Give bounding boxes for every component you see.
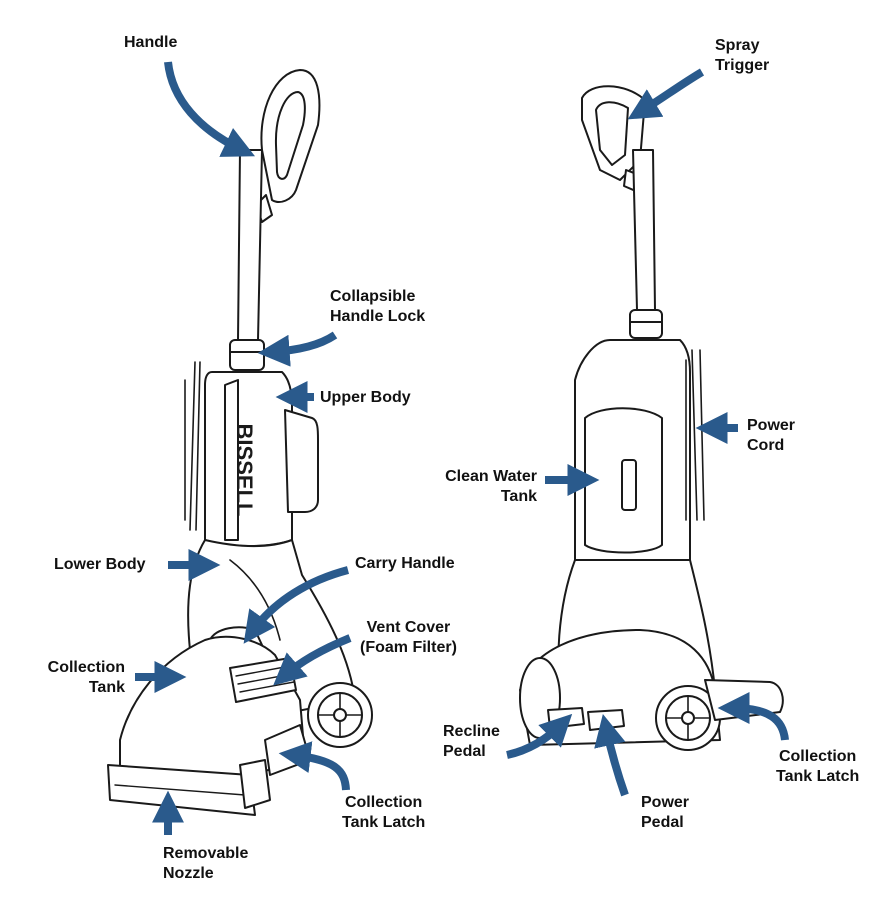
label-lower-body: Lower Body <box>54 556 146 573</box>
label-collection-tank-latch-front: Collection Tank Latch <box>342 794 426 831</box>
label-vent-cover: Vent Cover (Foam Filter) <box>360 619 457 656</box>
label-upper-body: Upper Body <box>320 389 411 406</box>
label-spray-trigger: Spray Trigger <box>715 37 770 74</box>
arrow-carry-handle <box>243 566 350 644</box>
label-power-pedal: Power Pedal <box>641 794 690 831</box>
label-handle: Handle <box>124 34 178 51</box>
callout-arrows <box>135 61 789 835</box>
arrow-handle <box>164 61 255 157</box>
label-collection-tank: Collection Tank <box>47 659 125 696</box>
arrow-vent-cover <box>273 634 352 686</box>
arrow-recline-pedal <box>506 713 573 759</box>
arrow-collection-tank-latch-front <box>278 741 350 791</box>
brand-logo: BISSELL <box>232 424 257 517</box>
label-recline-pedal: Recline Pedal <box>443 723 500 760</box>
arrow-spray-trigger <box>627 68 705 120</box>
arrow-collapsible-handle-lock <box>257 331 338 367</box>
label-collection-tank-latch-back: Collection Tank Latch <box>776 748 860 785</box>
label-clean-water-tank: Clean Water Tank <box>445 468 537 505</box>
label-removable-nozzle: Removable Nozzle <box>163 845 249 882</box>
back-view-machine <box>519 85 784 751</box>
label-carry-handle: Carry Handle <box>355 555 455 572</box>
label-power-cord: Power Cord <box>747 417 796 454</box>
label-collapsible-handle-lock: Collapsible Handle Lock <box>330 288 426 325</box>
arrow-power-pedal <box>594 713 629 797</box>
arrow-collection-tank-latch-back <box>717 692 789 741</box>
